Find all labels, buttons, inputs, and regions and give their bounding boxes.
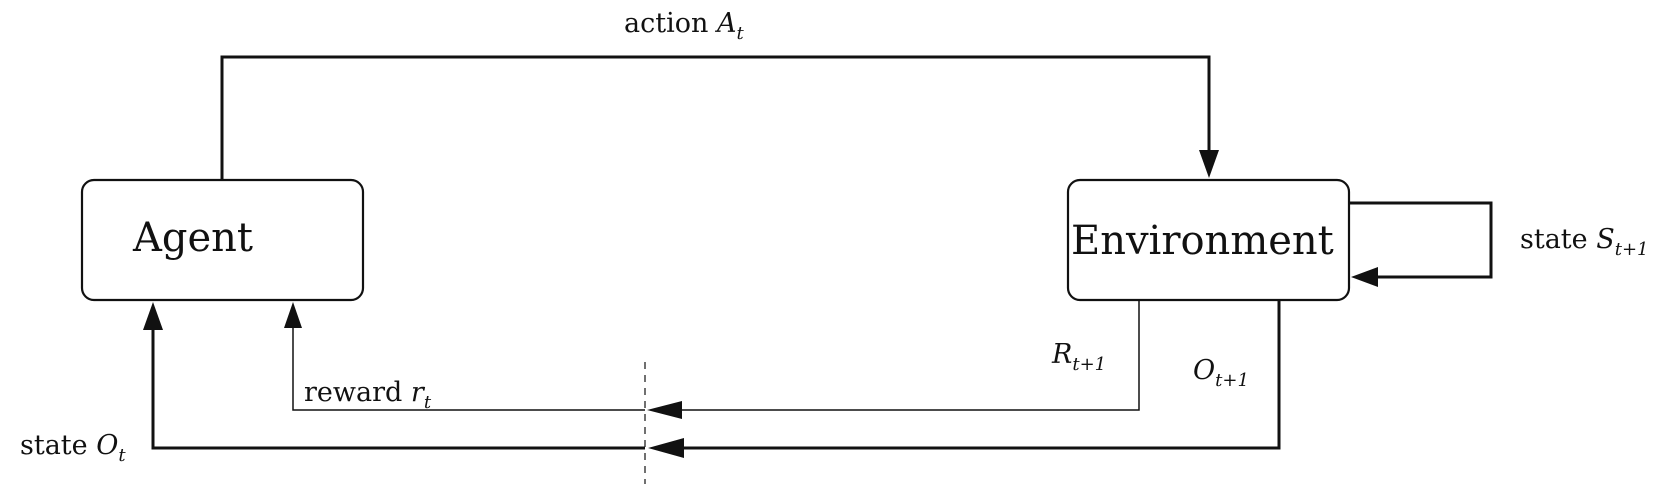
observation-in-arrowhead	[648, 438, 684, 458]
action-arrow	[220, 55, 1211, 180]
state-loop-arrowhead	[1351, 267, 1378, 287]
observation-in-subscript: t+1	[1215, 370, 1249, 391]
reward-out-symbol: r	[410, 377, 424, 408]
environment-box	[1066, 178, 1351, 302]
state-out-label: state Ot	[20, 430, 126, 465]
reward-in-label: Rt+1	[1052, 339, 1106, 374]
action-arrowhead	[1199, 150, 1219, 178]
observation-in-line	[682, 300, 1281, 450]
state-loop-label: state St+1	[1520, 224, 1649, 259]
state-loop-arrow	[1349, 201, 1493, 279]
reward-in-subscript: t+1	[1072, 354, 1107, 375]
state-loop-subscript: t+1	[1614, 239, 1649, 260]
environment-label: Environment	[1071, 218, 1334, 264]
state-loop-word: state	[1520, 224, 1588, 255]
reward-in-arrowhead	[647, 401, 682, 419]
reward-in-line	[680, 300, 1140, 411]
state-out-subscript: t	[118, 445, 126, 466]
reward-out-subscript: t	[423, 392, 432, 413]
action-word: action	[624, 8, 709, 39]
action-label: action At	[624, 8, 744, 43]
reward-out-arrowhead	[284, 302, 302, 328]
reward-in-symbol: R	[1052, 339, 1073, 370]
state-out-arrowhead	[143, 302, 163, 330]
state-out-symbol: O	[96, 430, 119, 461]
action-symbol: A	[716, 8, 737, 39]
state-out-word: state	[20, 430, 88, 461]
state-loop-symbol: S	[1596, 224, 1615, 255]
agent-label: Agent	[133, 215, 253, 261]
reward-out-line	[292, 326, 645, 411]
reward-out-word: reward	[304, 377, 403, 408]
reward-out-label: reward rt	[304, 377, 431, 412]
observation-in-label: Ot+1	[1193, 355, 1249, 390]
state-out-line	[151, 328, 645, 450]
observation-in-symbol: O	[1193, 355, 1216, 386]
action-subscript: t	[736, 23, 744, 44]
